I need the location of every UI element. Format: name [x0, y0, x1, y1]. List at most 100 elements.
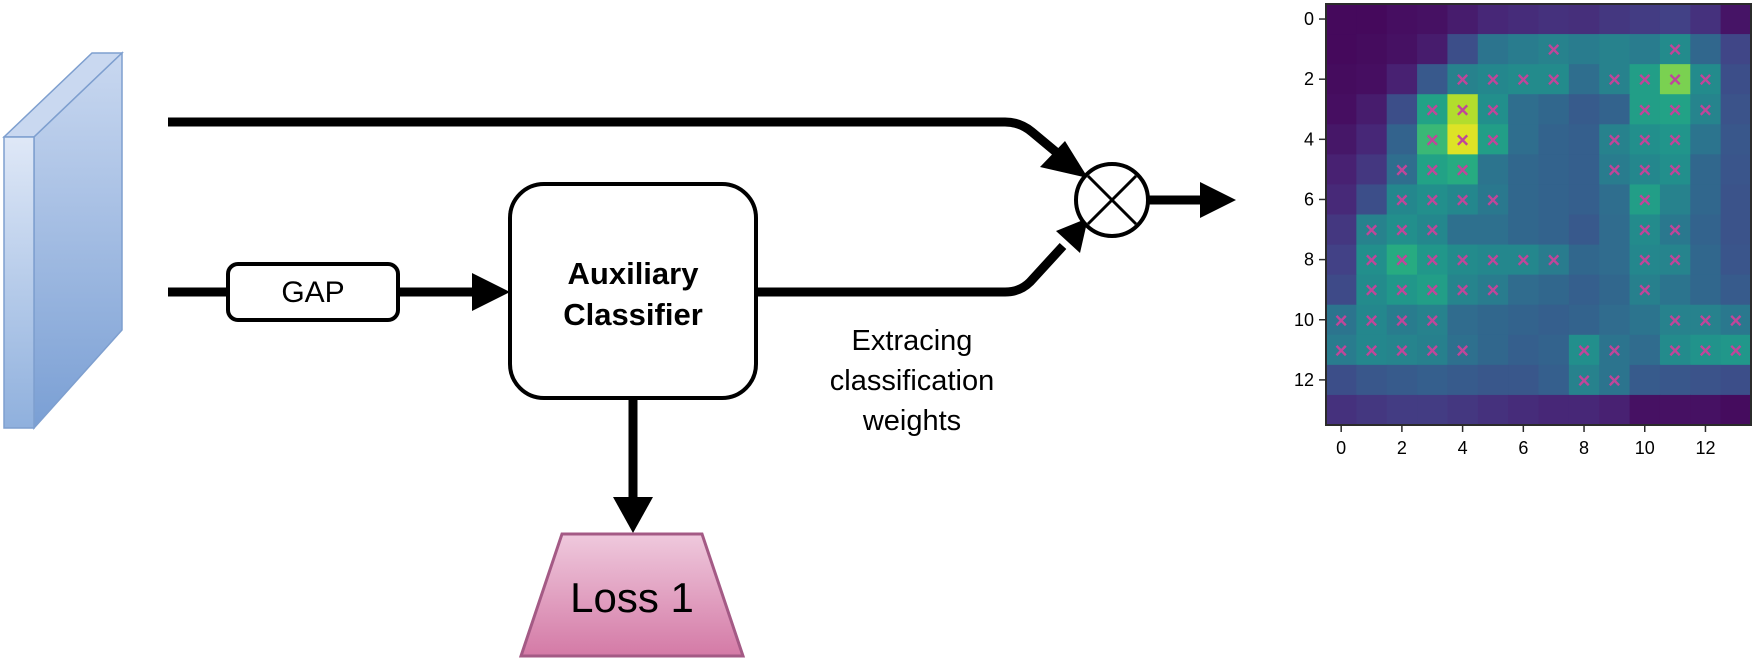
heatmap-cell: [1326, 304, 1357, 336]
heatmap-cell: [1629, 64, 1661, 95]
heatmap-cells: [1326, 4, 1752, 426]
skip-arrowhead: [1040, 141, 1088, 178]
heatmap-cell: [1386, 64, 1418, 95]
heatmap-cell: [1508, 394, 1540, 426]
y-tick-label: 12: [1294, 370, 1314, 390]
heatmap-cell: [1386, 364, 1418, 396]
heatmap-cell: [1477, 154, 1509, 186]
heatmap-cell: [1386, 274, 1418, 306]
weights-caption: Extracing classification weights: [830, 325, 994, 437]
heatmap-cell: [1568, 4, 1600, 35]
heatmap-marker: ×: [1487, 187, 1500, 212]
heatmap-cell: [1538, 184, 1570, 216]
auxiliary-label: Auxiliary: [568, 256, 700, 291]
heatmap-cell: [1417, 394, 1449, 426]
heatmap-cell: [1690, 64, 1722, 95]
heatmap-cell: [1629, 34, 1661, 65]
heatmap-cell: [1659, 244, 1691, 276]
heatmap-cell: [1568, 304, 1600, 336]
heatmap-cell: [1356, 34, 1388, 65]
heatmap-marker: ×: [1456, 157, 1469, 182]
heatmap-marker: ×: [1456, 187, 1469, 212]
heatmap-markers: ××××××××××××××××××××××××××××××××××××××××…: [1335, 37, 1743, 393]
heatmap-marker: ×: [1638, 67, 1651, 92]
heatmap-cell: [1326, 64, 1357, 95]
heatmap-marker: ×: [1395, 218, 1408, 243]
heatmap-cell: [1508, 34, 1540, 65]
heatmap-cell: [1386, 244, 1418, 276]
heatmap-cell: [1659, 4, 1691, 35]
heatmap-cell: [1659, 124, 1691, 155]
heatmap-marker: ×: [1699, 308, 1712, 333]
caption-line-1: Extracing: [852, 325, 973, 357]
heatmap-cell: [1599, 154, 1631, 186]
heatmap-marker: ×: [1608, 368, 1621, 393]
heatmap-cell: [1599, 124, 1631, 155]
heatmap-marker: ×: [1456, 127, 1469, 152]
gap-block: GAP: [226, 262, 400, 322]
heatmap-cell: [1417, 334, 1449, 366]
heatmap-cell: [1659, 184, 1691, 216]
heatmap-cell: [1568, 244, 1600, 276]
heatmap-marker: ×: [1456, 97, 1469, 122]
multiply-icon: [1074, 162, 1150, 238]
heatmap-cell: [1629, 274, 1661, 306]
heatmap-cell: [1629, 4, 1661, 35]
heatmap-cell: [1356, 64, 1388, 95]
heatmap-cell: [1477, 274, 1509, 306]
heatmap-marker: ×: [1669, 218, 1682, 243]
heatmap-cell: [1326, 94, 1357, 125]
heatmap-cell: [1356, 334, 1388, 366]
heatmap-marker: ×: [1608, 338, 1621, 363]
heatmap-cell: [1508, 184, 1540, 216]
x-tick-label: 6: [1518, 438, 1528, 458]
heatmap-cell: [1568, 394, 1600, 426]
heatmap-marker: ×: [1426, 308, 1439, 333]
heatmap-marker: ×: [1365, 338, 1378, 363]
heatmap-cell: [1720, 154, 1752, 186]
heatmap-cell: [1356, 244, 1388, 276]
heatmap-marker: ×: [1669, 338, 1682, 363]
heatmap-cell: [1538, 4, 1570, 35]
heatmap-cell: [1599, 94, 1631, 125]
heatmap-cell: [1538, 244, 1570, 276]
heatmap-cell: [1720, 244, 1752, 276]
heatmap-cell: [1690, 214, 1722, 246]
heatmap-cell: [1356, 4, 1388, 35]
heatmap-cell: [1568, 124, 1600, 155]
heatmap-marker: ×: [1456, 338, 1469, 363]
heatmap-cell: [1477, 124, 1509, 155]
y-tick-label: 4: [1304, 129, 1314, 149]
heatmap-cell: [1690, 124, 1722, 155]
heatmap-cell: [1538, 124, 1570, 155]
heatmap-cell: [1659, 364, 1691, 396]
heatmap-marker: ×: [1335, 308, 1348, 333]
heatmap-marker: ×: [1547, 248, 1560, 273]
heatmap-cell: [1629, 334, 1661, 366]
heatmap-cell: [1568, 184, 1600, 216]
heatmap-cell: [1386, 304, 1418, 336]
heatmap-cell: [1690, 94, 1722, 125]
heatmap-marker: ×: [1426, 248, 1439, 273]
gap-label: GAP: [281, 276, 344, 309]
heatmap-cell: [1720, 304, 1752, 336]
heatmap-cell: [1659, 394, 1691, 426]
heatmap-cell: [1417, 64, 1449, 95]
heatmap-marker: ×: [1426, 187, 1439, 212]
x-tick-label: 10: [1635, 438, 1655, 458]
heatmap-cell: [1447, 334, 1479, 366]
heatmap-cell: [1568, 364, 1600, 396]
heatmap-cell: [1538, 304, 1570, 336]
heatmap-cell: [1720, 34, 1752, 65]
heatmap-marker: ×: [1669, 248, 1682, 273]
heatmap-cell: [1599, 394, 1631, 426]
heatmap-cell: [1356, 124, 1388, 155]
heatmap-marker: ×: [1365, 308, 1378, 333]
heatmap-marker: ×: [1699, 97, 1712, 122]
heatmap-marker: ×: [1395, 278, 1408, 303]
heatmap-cell: [1720, 364, 1752, 396]
x-tick-label: 2: [1397, 438, 1407, 458]
heatmap-cell: [1629, 214, 1661, 246]
heatmap-cell: [1508, 244, 1540, 276]
heatmap-marker: ×: [1638, 157, 1651, 182]
